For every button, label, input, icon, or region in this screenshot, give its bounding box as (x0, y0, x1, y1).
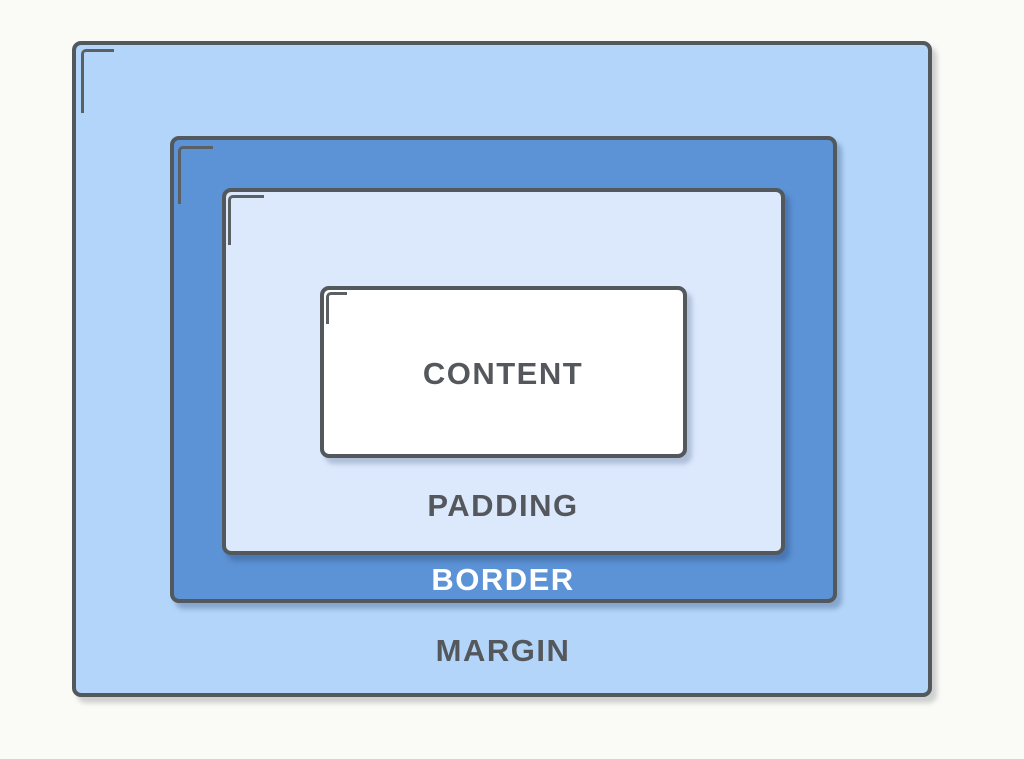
margin-corner-accent-icon (81, 49, 114, 113)
content-box (320, 286, 687, 458)
border-label: BORDER (431, 562, 575, 597)
border-corner-accent-icon (178, 146, 213, 204)
padding-corner-accent-icon (228, 195, 264, 245)
margin-label: MARGIN (435, 633, 571, 668)
content-corner-accent-icon (326, 292, 347, 324)
content-label: CONTENT (422, 356, 584, 391)
padding-label: PADDING (427, 488, 579, 523)
